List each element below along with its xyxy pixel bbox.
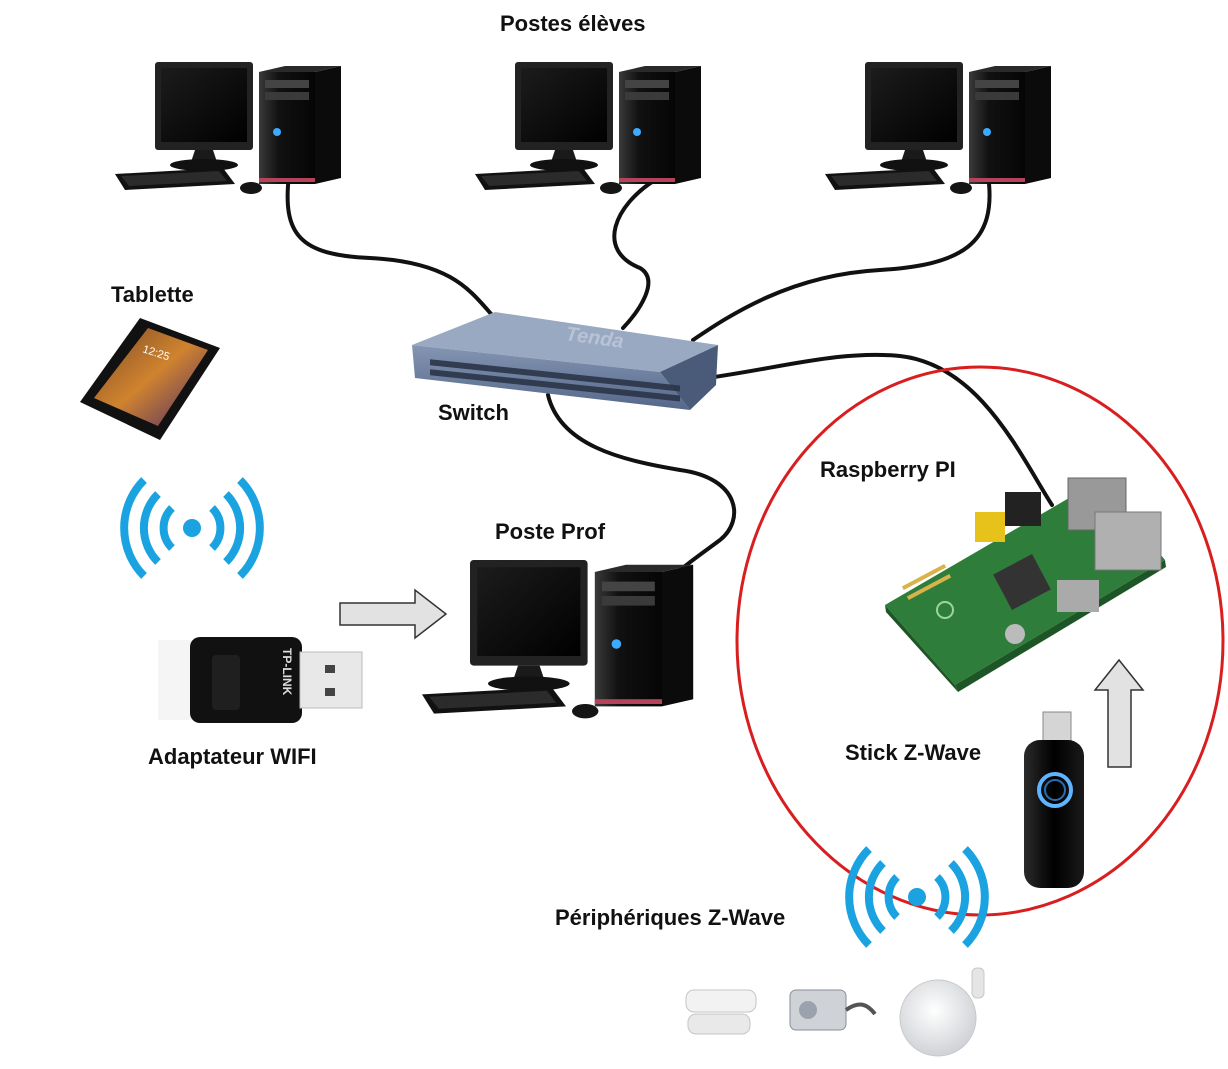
teacher-computer (422, 560, 694, 719)
student-computer-1 (115, 62, 341, 194)
tablet-device: 12:25 (80, 318, 220, 440)
network-cables (285, 173, 1054, 582)
zwave-door-sensor (685, 989, 757, 1035)
zwave-stick-device (1024, 711, 1084, 888)
label-wifi-adapter: Adaptateur WIFI (148, 744, 317, 769)
cable-student-3 (691, 173, 992, 342)
arrow-right-icon (339, 588, 448, 640)
arrow-up-icon (1093, 658, 1145, 768)
label-teacher-station: Poste Prof (495, 519, 606, 544)
wifi-adapter-device: TP-LINK (158, 637, 363, 723)
label-student-stations: Postes élèves (500, 11, 646, 36)
zwave-power-plug (789, 989, 877, 1031)
raspberry-pi-board (885, 477, 1166, 692)
network-switch: Tenda (412, 312, 718, 410)
cable-raspberry (705, 352, 1054, 507)
label-switch: Switch (438, 400, 509, 425)
label-zwave-stick: Stick Z-Wave (845, 740, 981, 765)
cable-student-1 (285, 173, 494, 317)
label-zwave-devices: Périphériques Z-Wave (555, 905, 785, 930)
student-computer-2 (475, 62, 701, 194)
label-raspberry-pi: Raspberry PI (820, 457, 956, 482)
zwave-motion-sensor (899, 967, 985, 1057)
cable-student-2 (612, 178, 657, 330)
adapter-brand-text: TP-LINK (280, 648, 294, 696)
zwave-signal-icon (849, 849, 985, 945)
wifi-signal-icon (124, 480, 260, 576)
label-tablet: Tablette (111, 282, 194, 307)
cable-teacher (546, 393, 737, 582)
student-computer-3 (825, 62, 1051, 194)
